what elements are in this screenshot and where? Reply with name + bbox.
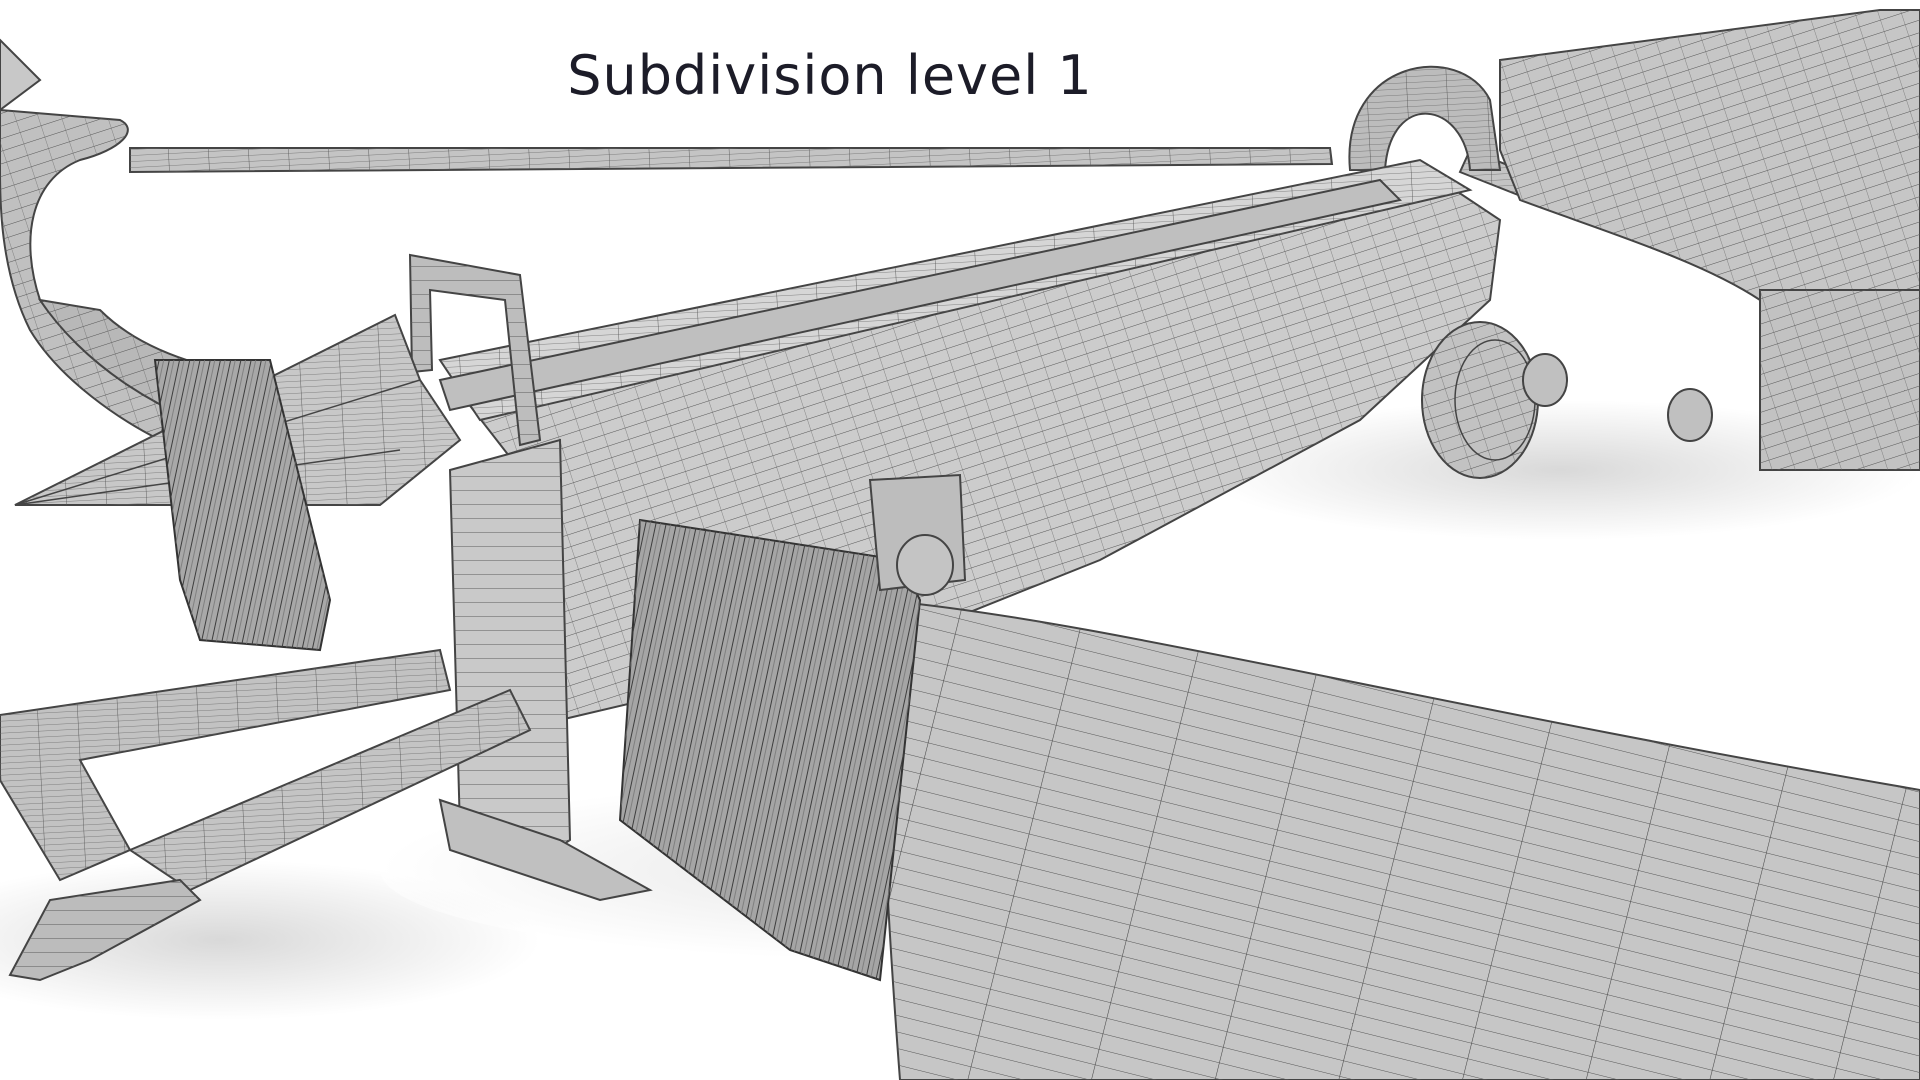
rope-wrap-front <box>618 518 922 982</box>
side-disc <box>1421 321 1713 479</box>
subdivision-caption: Subdivision level 1 <box>567 44 1093 107</box>
foot-stirrup <box>0 648 532 982</box>
bow-limb-front <box>878 598 1920 1080</box>
nut-block <box>868 473 967 596</box>
stock-butt <box>1499 9 1920 471</box>
rear-sight <box>408 253 542 447</box>
stirrup-loop <box>1348 65 1502 171</box>
stock-collar <box>438 438 653 902</box>
rope-wrap-left <box>153 359 332 652</box>
